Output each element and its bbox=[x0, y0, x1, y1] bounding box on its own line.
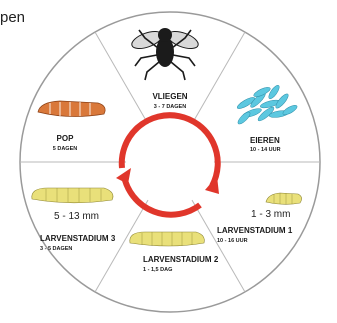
stage-title-larva2: LARVENSTADIUM 2 bbox=[143, 255, 219, 264]
pupa-icon bbox=[38, 101, 105, 117]
center-hub bbox=[126, 118, 214, 206]
larva-icon bbox=[32, 188, 113, 203]
stage-title-eggs: EIEREN bbox=[250, 136, 280, 145]
stage-duration-larva1: 10 - 16 UUR bbox=[217, 238, 248, 244]
size-label-larva1: 1 - 3 mm bbox=[251, 209, 290, 220]
stage-duration-larva2: 1 - 1,5 DAG bbox=[143, 267, 172, 273]
stage-title-fly: VLIEGEN bbox=[152, 92, 187, 101]
stage-title-pupa: POP bbox=[57, 134, 75, 143]
stage-duration-eggs: 10 - 14 UUR bbox=[250, 147, 281, 153]
size-label-larva3: 5 - 13 mm bbox=[54, 211, 99, 222]
larva-icon bbox=[130, 232, 205, 246]
stage-title-larva1: LARVENSTADIUM 1 bbox=[217, 226, 293, 235]
stage-duration-larva3: 3 - 5 DAGEN bbox=[40, 246, 72, 252]
stage-duration-fly: 3 - 7 DAGEN bbox=[154, 104, 186, 110]
stage-title-larva3: LARVENSTADIUM 3 bbox=[40, 234, 116, 243]
stage-duration-pupa: 5 DAGEN bbox=[53, 146, 77, 152]
